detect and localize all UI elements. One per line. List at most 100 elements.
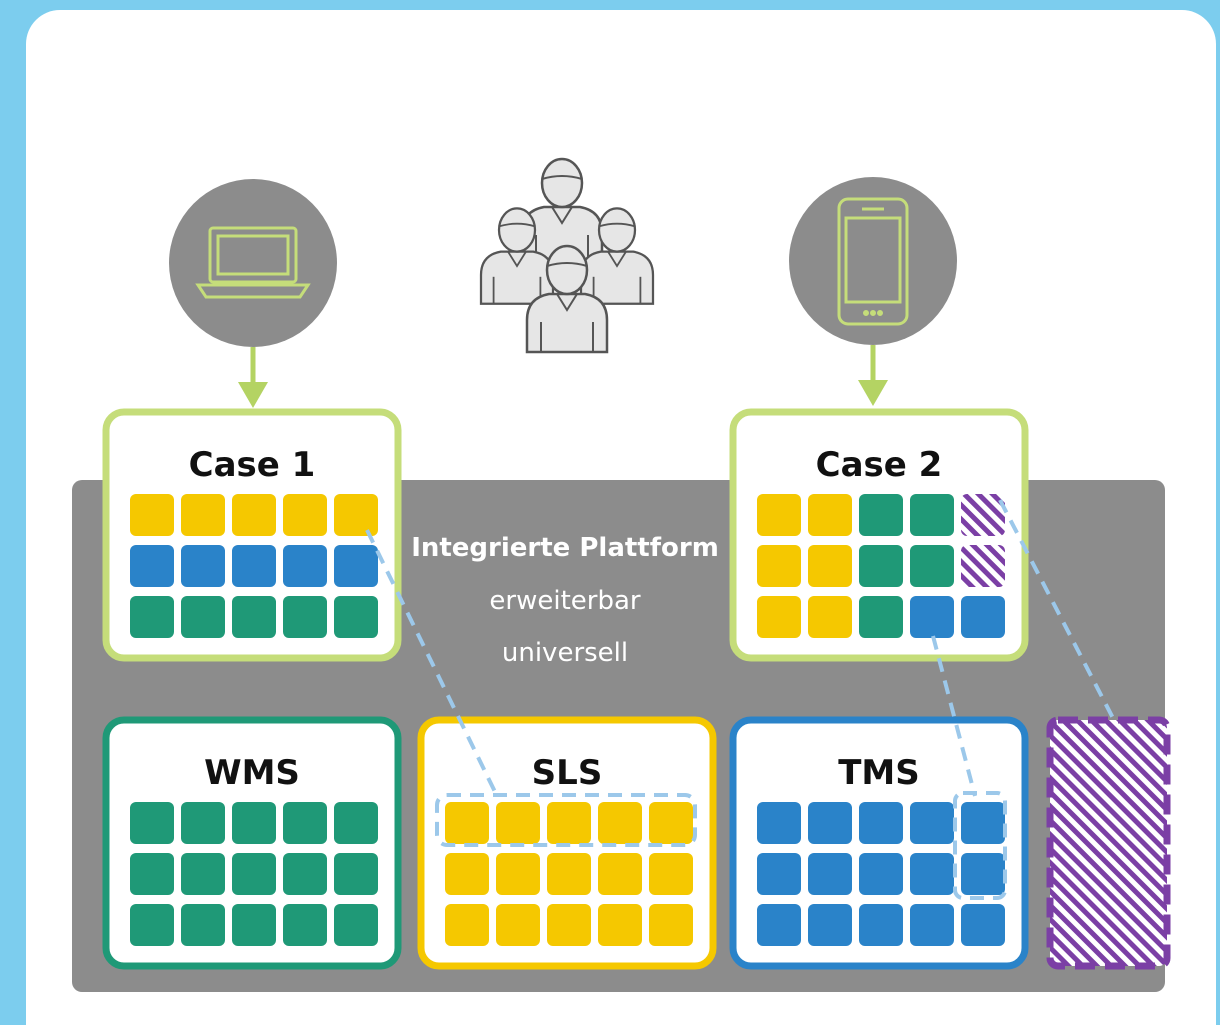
module-cell <box>334 802 378 844</box>
module-cell <box>757 802 801 844</box>
case-cell <box>961 545 1005 587</box>
module-cell <box>649 853 693 895</box>
user-icon <box>579 207 655 305</box>
module-cell <box>598 802 642 844</box>
module-cell <box>547 904 591 946</box>
module-cell <box>808 853 852 895</box>
module-cell <box>283 853 327 895</box>
case-cell <box>283 596 327 638</box>
arrow-phone-to-case-2 <box>858 345 888 406</box>
platform-line-universal: universell <box>502 638 628 668</box>
case-cell <box>757 596 801 638</box>
user-group-icon <box>479 157 655 354</box>
case-cell <box>808 494 852 536</box>
case-cell <box>232 596 276 638</box>
module-cell <box>808 802 852 844</box>
case-cell <box>181 596 225 638</box>
link-case2-to-extension <box>998 499 1117 723</box>
case-cell <box>910 596 954 638</box>
module-cell <box>334 853 378 895</box>
user-icon <box>520 157 604 267</box>
link-case2-to-tms <box>931 635 977 797</box>
platform-title: Integrierte Plattform <box>411 533 719 563</box>
module-cell <box>334 904 378 946</box>
module-label-wms: WMS <box>204 753 300 793</box>
case-cell <box>808 596 852 638</box>
module-cell <box>232 904 276 946</box>
case-cell <box>334 494 378 536</box>
module-cell <box>181 802 225 844</box>
user-icon <box>479 207 555 305</box>
module-cell <box>445 802 489 844</box>
case-cell <box>859 596 903 638</box>
module-cell <box>910 904 954 946</box>
sls-highlight <box>435 793 697 847</box>
module-cell <box>859 904 903 946</box>
case-cell <box>181 494 225 536</box>
module-cell <box>961 904 1005 946</box>
case-cell <box>757 545 801 587</box>
module-cell <box>547 802 591 844</box>
module-cell <box>649 802 693 844</box>
module-cell <box>445 904 489 946</box>
module-cell <box>859 802 903 844</box>
case-cell <box>910 545 954 587</box>
module-cell <box>232 853 276 895</box>
module-cell <box>496 853 540 895</box>
module-cell <box>181 853 225 895</box>
module-cell <box>808 904 852 946</box>
case-cell <box>283 494 327 536</box>
link-case1-to-sls <box>365 529 500 799</box>
module-cell <box>757 853 801 895</box>
case-label-1: Case 1 <box>189 445 316 485</box>
case-cell <box>130 494 174 536</box>
laptop-circle <box>169 179 337 347</box>
module-cell <box>130 802 174 844</box>
case-cell <box>232 545 276 587</box>
case-cell <box>334 545 378 587</box>
module-cell <box>757 904 801 946</box>
case-cell <box>859 494 903 536</box>
smartphone-icon <box>837 197 909 326</box>
module-cell <box>910 853 954 895</box>
platform-line-extendable: erweiterbar <box>489 586 640 616</box>
extension-module-box <box>1046 716 1171 970</box>
case-cell <box>232 494 276 536</box>
module-cell <box>232 802 276 844</box>
module-cell <box>910 802 954 844</box>
dashed-links <box>365 499 1117 900</box>
module-label-sls: SLS <box>532 753 603 793</box>
module-boxes: WMS SLS TMS <box>102 716 1029 970</box>
case-cell <box>757 494 801 536</box>
module-cell <box>547 853 591 895</box>
case-cell <box>808 545 852 587</box>
laptop-icon <box>195 226 311 299</box>
case-cell <box>961 596 1005 638</box>
case-cell <box>130 596 174 638</box>
case-cell <box>334 596 378 638</box>
module-cell <box>283 802 327 844</box>
module-cell <box>598 853 642 895</box>
smartphone-circle <box>789 177 957 345</box>
case-boxes: Case 1 Case 2 <box>102 408 1029 662</box>
arrow-laptop-to-case-1 <box>238 347 268 408</box>
module-cell <box>496 802 540 844</box>
case-cell <box>283 545 327 587</box>
module-cell <box>859 853 903 895</box>
case-cell <box>859 545 903 587</box>
case-cell <box>181 545 225 587</box>
case-label-2: Case 2 <box>816 445 943 485</box>
case-cell <box>961 494 1005 536</box>
tms-highlight <box>953 791 1007 900</box>
module-cell <box>496 904 540 946</box>
module-cell <box>445 853 489 895</box>
case-cell <box>130 545 174 587</box>
module-cell <box>130 853 174 895</box>
module-cell <box>130 904 174 946</box>
module-cell <box>961 853 1005 895</box>
module-cell <box>649 904 693 946</box>
module-cell <box>598 904 642 946</box>
module-label-tms: TMS <box>838 753 920 793</box>
module-cell <box>283 904 327 946</box>
